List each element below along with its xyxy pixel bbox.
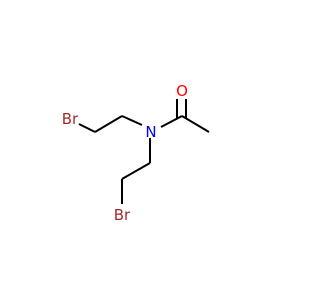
bromine-bottom-atom-label: Br xyxy=(114,206,131,224)
upper-chain-bond xyxy=(94,115,123,133)
bromine-top-atom-label: Br xyxy=(62,110,79,128)
oxygen-atom-label: O xyxy=(176,82,188,100)
lower-chain-bond xyxy=(121,162,151,180)
carbonyl-nitrogen-bond xyxy=(160,115,183,128)
nitrogen-ch2-upper-bond xyxy=(121,115,143,126)
structure-canvas: O N Br Br xyxy=(62,82,210,224)
upper-bromine-bond xyxy=(78,123,96,133)
nitrogen-atom-label: N xyxy=(145,123,156,141)
molecule-drawing: O N Br Br xyxy=(62,82,210,224)
carbonyl-methyl-bond xyxy=(181,115,210,133)
